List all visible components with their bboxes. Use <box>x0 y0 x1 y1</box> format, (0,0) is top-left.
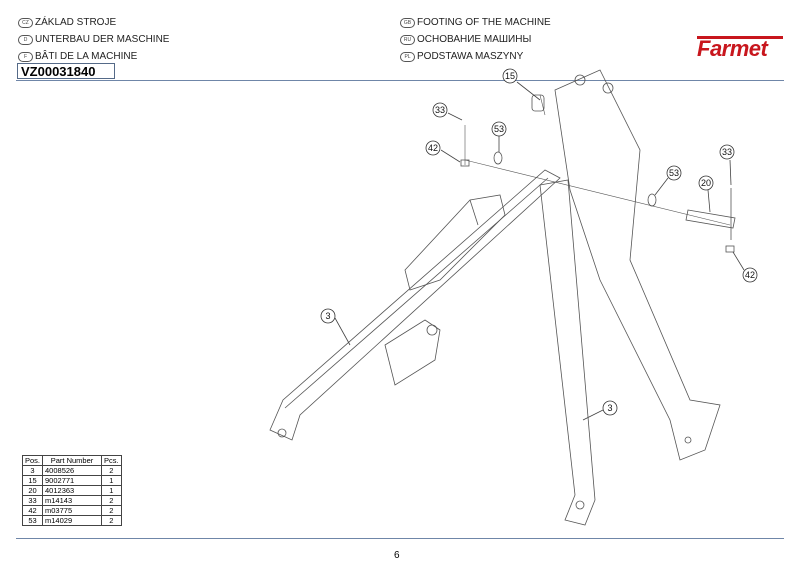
part-number-cell: m14029 <box>42 515 103 526</box>
callout-3: 3 <box>320 308 336 324</box>
callout-number: 3 <box>325 311 330 321</box>
lang-badge: F <box>18 51 33 62</box>
part-number-cell: 4012363 <box>42 485 103 496</box>
lang-badge: GB <box>400 17 415 28</box>
title-text: PODSTAWA MASZYNY <box>417 51 524 62</box>
pos-cell: 33 <box>21 495 44 506</box>
footer-divider <box>16 538 784 539</box>
title-text: UNTERBAU DER MASCHINE <box>35 34 170 45</box>
lang-badge: D <box>18 34 33 45</box>
callout-42: 42 <box>742 267 758 283</box>
left-arm <box>269 169 561 441</box>
callout-number: 42 <box>745 270 755 280</box>
pcs-cell: 2 <box>101 505 122 516</box>
callout-15: 15 <box>502 68 518 84</box>
bracket <box>384 319 441 386</box>
callout-number: 42 <box>428 143 438 153</box>
pos-cell: 42 <box>21 505 44 516</box>
callout-53: 53 <box>491 121 507 137</box>
part-number-cell: m03775 <box>42 505 103 516</box>
pcs-cell: 1 <box>101 485 122 496</box>
pos-cell: 53 <box>21 515 44 526</box>
callout-20: 20 <box>698 175 714 191</box>
callout-3: 3 <box>602 400 618 416</box>
callout-number: 20 <box>701 178 711 188</box>
frame-plate <box>554 69 721 461</box>
pos-cell: 3 <box>21 465 44 476</box>
page-number: 6 <box>394 550 400 561</box>
pcs-cell: 2 <box>101 515 122 526</box>
callout-53: 53 <box>666 165 682 181</box>
pos-cell: 15 <box>21 475 44 486</box>
drawing-code: VZ00031840 <box>17 63 115 79</box>
callout-42: 42 <box>425 140 441 156</box>
part-number-cell: m14143 <box>42 495 103 506</box>
col-pos: Pos. <box>21 455 44 466</box>
title-text: ZÁKLAD STROJE <box>35 17 117 28</box>
lang-badge: CZ <box>18 17 33 28</box>
farmet-logo: Farmet <box>697 36 783 60</box>
parts <box>460 94 736 253</box>
part-number-cell: 9002771 <box>42 475 103 486</box>
pcs-cell: 1 <box>101 475 122 486</box>
cylinder <box>404 194 506 291</box>
title-text: BÂTI DE LA MACHINE <box>35 51 138 62</box>
col-pcs: Pcs. <box>101 455 122 466</box>
pos-cell: 20 <box>21 485 44 496</box>
callout-number: 53 <box>669 168 679 178</box>
part-number-cell: 4008526 <box>42 465 103 476</box>
header-divider <box>16 80 784 81</box>
pcs-cell: 2 <box>101 465 122 476</box>
table-header-row: Pos. Part Number Pcs. <box>21 455 122 466</box>
callout-number: 15 <box>505 71 515 81</box>
callout-33: 33 <box>719 144 735 160</box>
lang-badge: RU <box>400 34 415 45</box>
title-text: ОСНОВАНИЕ МАШИНЫ <box>417 34 532 45</box>
callouts <box>334 81 745 421</box>
callout-number: 53 <box>494 124 504 134</box>
callout-33: 33 <box>432 102 448 118</box>
callout-number: 3 <box>607 403 612 413</box>
axis-lines <box>464 94 731 226</box>
callout-number: 33 <box>722 147 732 157</box>
right-leg <box>539 179 596 526</box>
col-part-number: Part Number <box>42 455 103 466</box>
callout-number: 33 <box>435 105 445 115</box>
pcs-cell: 2 <box>101 495 122 506</box>
lang-badge: PL <box>400 51 415 62</box>
title-text: FOOTING OF THE MACHINE <box>417 17 551 28</box>
